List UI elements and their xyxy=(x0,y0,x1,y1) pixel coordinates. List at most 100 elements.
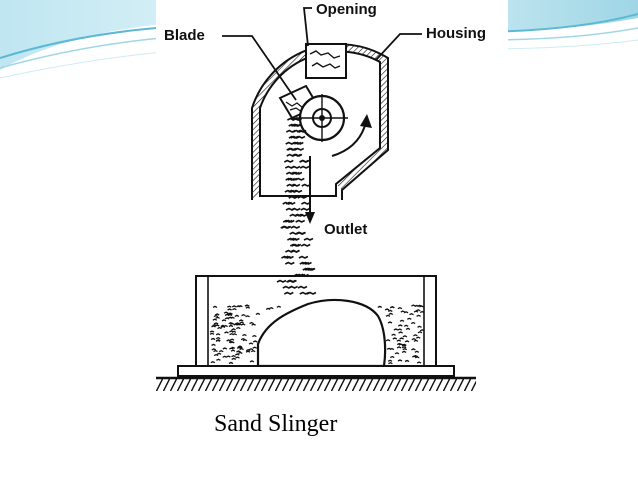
sand-grain xyxy=(401,346,407,349)
sand-grain xyxy=(411,337,417,341)
sand-grain xyxy=(252,334,257,338)
sand-grain xyxy=(295,231,306,235)
sand-grain xyxy=(227,308,232,311)
sand-grain xyxy=(228,340,234,344)
sand-grain xyxy=(397,328,403,331)
sand-grain xyxy=(417,331,423,334)
sand-grain xyxy=(303,237,314,241)
sand-grain xyxy=(388,309,393,312)
sand-grain xyxy=(223,311,229,314)
sand-grain xyxy=(407,317,412,320)
sand-grain xyxy=(250,349,256,353)
sand-grain xyxy=(215,339,221,342)
sand-grain xyxy=(227,305,232,308)
sand-grain xyxy=(265,307,271,310)
label-housing: Housing xyxy=(426,25,486,42)
sand-grain xyxy=(212,323,217,327)
sand-grain xyxy=(287,117,297,121)
sand-grain xyxy=(399,337,404,340)
sand-grain xyxy=(236,350,241,353)
sand-grain xyxy=(397,359,403,362)
sand-grain xyxy=(411,348,416,351)
sand-grain xyxy=(226,339,231,342)
sand-grain xyxy=(230,316,235,319)
sand-grain xyxy=(224,331,229,334)
sand-grain xyxy=(229,330,234,333)
sand-grain xyxy=(285,177,296,181)
sand-grain xyxy=(214,313,220,316)
sand-grain xyxy=(401,343,407,346)
sand-grain xyxy=(238,351,243,354)
sand-grain xyxy=(396,346,402,349)
figure-panel: Blade Opening Housing Outlet xyxy=(156,0,508,400)
sand-grain xyxy=(284,189,295,193)
sand-grain xyxy=(419,310,425,314)
sand-grain xyxy=(389,306,395,309)
sand-grain xyxy=(285,207,296,211)
sand-grain xyxy=(281,255,291,259)
sand-grain xyxy=(231,328,236,331)
sand-grain xyxy=(297,285,308,289)
sand-grain xyxy=(237,345,243,348)
sand-grain xyxy=(390,355,395,359)
sand-grain xyxy=(213,349,218,353)
sand-grain xyxy=(255,312,261,315)
sand-grain xyxy=(231,357,236,360)
sand-grain xyxy=(245,315,250,318)
sand-grain xyxy=(396,339,402,342)
sand-grain xyxy=(251,323,256,326)
sand-grain xyxy=(230,349,236,352)
sand-grain xyxy=(289,213,300,217)
sand-grain xyxy=(249,321,254,325)
sand-grain xyxy=(295,135,306,139)
sand-grain xyxy=(300,207,311,211)
sand-grain xyxy=(299,159,310,163)
sand-grain xyxy=(227,312,232,315)
sand-grain xyxy=(283,159,294,163)
sand-grain xyxy=(404,359,410,363)
sand-grain xyxy=(248,342,254,345)
sand-grain xyxy=(409,312,414,316)
sand-grain xyxy=(289,243,300,247)
sand-grain xyxy=(402,335,408,338)
sand-grain xyxy=(286,183,297,187)
sand-grain xyxy=(218,349,224,353)
sand-grain xyxy=(413,334,418,337)
sand-grain xyxy=(414,350,420,353)
sand-grain xyxy=(377,305,383,308)
sand-grain xyxy=(413,339,419,342)
leader-lines xyxy=(222,7,422,101)
sand-grain xyxy=(416,314,421,317)
sand-grain xyxy=(292,171,303,175)
sand-grain xyxy=(402,347,408,351)
sand-grain xyxy=(301,183,312,187)
sand-grain xyxy=(229,347,234,350)
mould-board xyxy=(177,365,455,377)
sand-grain xyxy=(213,314,219,318)
sand-grain xyxy=(388,312,394,315)
sand-grain xyxy=(212,318,218,321)
sand-grain xyxy=(387,359,393,362)
label-blade: Blade xyxy=(164,27,205,44)
sand-grain xyxy=(299,165,310,169)
sand-grain xyxy=(399,319,405,322)
sand-grain xyxy=(211,348,217,351)
sand-grain xyxy=(302,267,313,271)
sand-grain xyxy=(215,333,221,336)
sand-grain xyxy=(224,313,230,316)
sand-grain xyxy=(236,326,241,330)
sand-grain xyxy=(237,323,242,326)
label-outlet: Outlet xyxy=(324,221,368,238)
sand-grain xyxy=(291,141,302,145)
sand-grain xyxy=(297,213,308,217)
sand-grain xyxy=(292,129,303,133)
sand-grain xyxy=(209,330,215,333)
sand-grain xyxy=(413,310,419,313)
sand-grain xyxy=(306,291,317,295)
sand-grain xyxy=(397,306,403,310)
sand-grain xyxy=(284,261,295,265)
sand-grain xyxy=(220,324,226,327)
sand-grain xyxy=(290,237,300,241)
sand-grain xyxy=(229,332,234,336)
